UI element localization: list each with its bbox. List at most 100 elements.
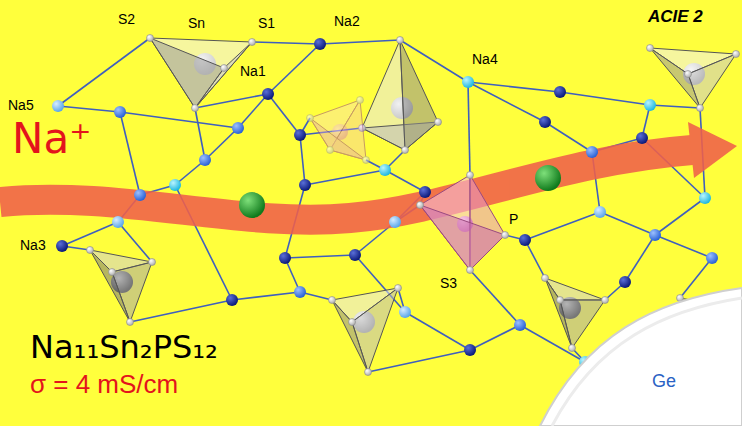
bond-line <box>58 38 150 106</box>
bond-line <box>268 44 320 94</box>
sulfur-atom <box>365 369 372 376</box>
atom-label: Na5 <box>8 98 34 113</box>
sodium-atom <box>114 106 126 118</box>
journal-label: ACIE 2 <box>648 8 703 27</box>
sulfur-atom <box>192 105 199 112</box>
tetrahedron-face <box>400 40 438 150</box>
arrow-band <box>0 150 692 220</box>
bond-line <box>120 112 140 195</box>
sulfur-atom <box>602 297 609 304</box>
tetrahedron-face <box>332 300 368 372</box>
atom-label: S1 <box>258 16 275 31</box>
sulfur-atom <box>467 172 474 179</box>
bond-line <box>300 135 305 185</box>
sodium-atom <box>594 206 606 218</box>
bond-line <box>560 92 650 105</box>
sodium-atom <box>226 294 238 306</box>
white-panel <box>540 288 742 426</box>
element-label: Ge <box>652 372 676 392</box>
sodium-atom <box>539 116 551 128</box>
sodium-atom <box>314 38 326 50</box>
green-sphere <box>239 192 265 218</box>
sodium-atom <box>399 306 411 318</box>
bond-line <box>470 270 520 325</box>
bond-line <box>268 94 300 135</box>
sulfur-atom <box>87 247 94 254</box>
bond-line <box>655 198 705 235</box>
sulfur-atom <box>502 232 509 239</box>
sodium-atom <box>294 129 306 141</box>
sodium-atom <box>349 249 361 261</box>
ion-label: Na⁺ <box>12 116 91 162</box>
sodium-atom <box>699 192 711 204</box>
bond-line <box>385 170 425 192</box>
tetrahedron-face <box>90 250 130 322</box>
arrow-head <box>688 122 737 178</box>
bond-line <box>525 240 545 278</box>
green-spheres <box>239 165 561 218</box>
bond-line <box>650 105 700 108</box>
bond-line <box>680 258 712 298</box>
sulfur-atom <box>467 267 474 274</box>
sodium-atom <box>636 132 648 144</box>
ps4-tetrahedron <box>417 172 509 274</box>
sulfur-atom <box>109 269 116 276</box>
atom-label: Na3 <box>20 238 46 253</box>
sns4-tetrahedron <box>647 45 740 112</box>
sodium-atom <box>379 164 391 176</box>
sulfur-atom <box>397 37 404 44</box>
sulfur-atom <box>395 285 402 292</box>
bond-line <box>468 82 560 92</box>
bond-line <box>232 292 300 300</box>
bond-line <box>130 300 232 322</box>
bond-line <box>285 255 355 258</box>
atom-label: S2 <box>118 12 135 27</box>
bond-line <box>368 350 470 372</box>
sodium-atom <box>462 76 474 88</box>
sodium-atom <box>586 146 598 158</box>
sulfur-atom <box>647 45 654 52</box>
sulfur-atom <box>685 71 692 78</box>
ps4-tetrahedron <box>307 97 370 164</box>
sodium-atom <box>644 99 656 111</box>
atom-label: Sn <box>188 16 205 31</box>
sulfur-atom <box>357 97 364 104</box>
sodium-atom <box>262 88 274 100</box>
atom-label: Na2 <box>334 14 360 29</box>
sulfur-atom <box>329 297 336 304</box>
bond-line <box>305 170 385 185</box>
tetrahedron-face <box>650 48 700 108</box>
tetrahedron-face <box>420 205 505 270</box>
sulfur-atom <box>733 51 740 58</box>
sodium-atom <box>554 86 566 98</box>
sodium-atom <box>294 286 306 298</box>
sodium-atom <box>56 240 68 252</box>
bond-line <box>525 212 600 240</box>
bond-line <box>545 122 592 152</box>
bond-line <box>120 112 238 128</box>
sodium-atom <box>649 229 661 241</box>
sodium-atoms <box>52 38 718 368</box>
sodium-atom <box>199 154 211 166</box>
sulfur-atom <box>402 147 409 154</box>
sulfur-atom <box>557 297 564 304</box>
sulfur-atom <box>149 259 156 266</box>
sodium-atom <box>464 344 476 356</box>
bond-line <box>468 82 470 175</box>
bond-line <box>205 128 238 160</box>
sodium-atom <box>389 216 401 228</box>
sulfur-atom <box>147 35 154 42</box>
sodium-atom <box>134 189 146 201</box>
bond-line <box>238 94 268 128</box>
migration-arrow <box>0 122 737 220</box>
bond-line <box>252 42 320 44</box>
sns4-tetrahedron <box>359 37 442 154</box>
sulfur-atom <box>307 115 314 122</box>
sulfur-atom <box>542 275 549 282</box>
bond-line <box>468 82 545 122</box>
sulfur-atom <box>221 65 228 72</box>
sulfur-atom <box>569 345 576 352</box>
sodium-atom <box>169 179 181 191</box>
